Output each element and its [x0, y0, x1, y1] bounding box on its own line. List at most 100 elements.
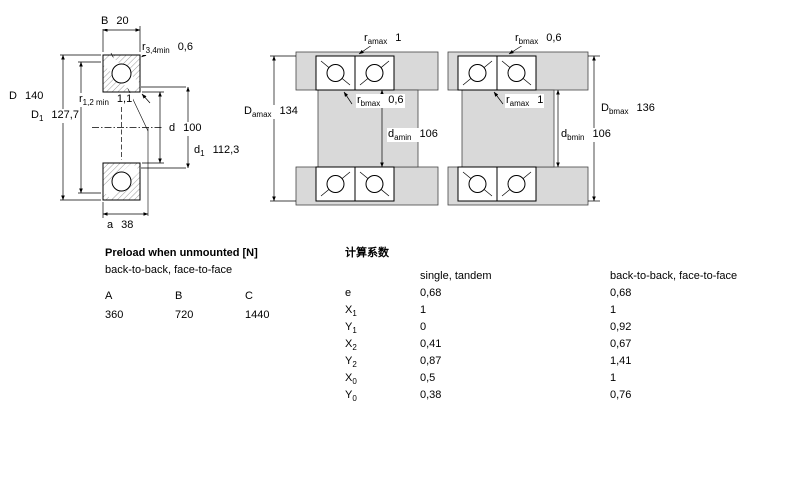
dim-symbol: Dbmax [601, 102, 629, 117]
factor-row-Y0: Y0 0,38 0,76 [345, 389, 795, 406]
dim-label-B: B 20 [100, 15, 130, 30]
dim-symbol: a [107, 219, 114, 231]
dim-value: 0,6 [546, 32, 562, 44]
dim-symbol: r3,4min [142, 41, 170, 56]
dim-symbol: r1,2 min [79, 93, 109, 108]
factor-row-X2: X2 0,41 0,67 [345, 338, 795, 355]
dim-value: 136 [636, 102, 655, 114]
dim-value: 0,6 [388, 94, 404, 106]
factor-value-single: 1 [420, 304, 427, 316]
dim-label-fit2-dbmin: dbmin 106 [560, 128, 612, 143]
preload-value-B: 720 [175, 309, 194, 321]
dim-symbol: dbmin [561, 128, 585, 143]
dim-value: 100 [183, 122, 202, 134]
factor-label: X1 [345, 304, 357, 319]
dim-value: 1,1 [116, 93, 133, 105]
dim-symbol: Damax [244, 105, 272, 120]
dim-symbol: rbmax [357, 94, 381, 109]
dim-value: 0,6 [177, 41, 193, 53]
dim-value: 106 [592, 128, 611, 140]
factors-title: 计算系数 [345, 247, 389, 259]
dim-label-a: a 38 [106, 219, 135, 234]
dim-label-fit1-Damax: Damax 134 [243, 105, 299, 120]
dim-label-d1: d1 112,3 [193, 144, 241, 159]
dim-value: 127,7 [51, 109, 79, 121]
factor-value-paired: 1,41 [610, 355, 632, 367]
factor-row-X0: X0 0,5 1 [345, 372, 795, 389]
factor-value-single: 0,38 [420, 389, 442, 401]
dim-label-fit1-ramax: ramax 1 [363, 32, 403, 47]
factor-value-paired: 0,92 [610, 321, 632, 333]
dim-label-r12: r1,2 min 1,1 [78, 93, 134, 108]
dim-label-fit2-ramax: ramax 1 [505, 94, 545, 109]
factor-row-X1: X1 1 1 [345, 304, 795, 321]
dim-value: 140 [24, 90, 44, 102]
ball-bottom [111, 171, 132, 192]
factor-value-single: 0,5 [420, 372, 436, 384]
dim-symbol: ramax [364, 32, 388, 47]
dim-symbol: d1 [194, 144, 205, 159]
dim-symbol: rbmax [515, 32, 539, 47]
dim-symbol: B [101, 15, 109, 27]
ball-top [111, 63, 132, 84]
dim-value: 106 [419, 128, 438, 140]
factors-header-single: single, tandem [420, 270, 492, 282]
dim-symbol: D1 [31, 109, 44, 124]
factor-value-single: 0,68 [420, 287, 442, 299]
factors-header-spacer [345, 270, 420, 283]
preload-header-A: A [105, 290, 113, 302]
dim-value: 112,3 [212, 144, 240, 156]
dim-label-r34: r3,4min 0,6 [141, 41, 194, 56]
factors-rows: e 0,68 0,68 X1 1 1 Y1 0 0,92 X2 0,41 0,6… [345, 287, 795, 406]
factor-value-paired: 1 [610, 372, 617, 384]
factor-label: X0 [345, 372, 357, 387]
preload-header-C: C [245, 290, 253, 302]
preload-header-row: A B C [105, 290, 335, 303]
preload-title: Preload when unmounted [N] [105, 247, 258, 259]
dim-symbol: ramax [506, 94, 530, 109]
dim-label-d: d 100 [168, 122, 203, 137]
dim-symbol: D [9, 90, 17, 102]
preload-header-B: B [175, 290, 183, 302]
factor-value-paired: 0,68 [610, 287, 632, 299]
factor-label: e [345, 287, 352, 299]
factor-label: Y0 [345, 389, 357, 404]
dim-label-fit1-damin: damin 106 [387, 128, 439, 143]
factor-label: X2 [345, 338, 357, 353]
arrangement-face-to-face [447, 44, 600, 206]
preload-value-row: 360 720 1440 [105, 309, 335, 322]
preload-subtitle: back-to-back, face-to-face [105, 264, 233, 276]
dim-label-fit2-rbmax: rbmax 0,6 [514, 32, 563, 47]
bearing-cross-section [92, 52, 162, 216]
factor-row-Y2: Y2 0,87 1,41 [345, 355, 795, 372]
dim-symbol: damin [388, 128, 412, 143]
factors-header-paired: back-to-back, face-to-face [610, 270, 738, 282]
calculation-factors-section: 计算系数 single, tandem back-to-back, face-t… [345, 247, 795, 406]
factor-value-paired: 0,76 [610, 389, 632, 401]
dim-value: 1 [395, 32, 402, 44]
factor-value-paired: 1 [610, 304, 617, 316]
factor-value-single: 0,87 [420, 355, 442, 367]
preload-value-C: 1440 [245, 309, 270, 321]
factor-label: Y1 [345, 321, 357, 336]
dim-symbol: d [169, 122, 176, 134]
dim-label-D1: D1 127,7 [30, 109, 80, 124]
factors-header-row: single, tandem back-to-back, face-to-fac… [345, 270, 795, 283]
factor-value-paired: 0,67 [610, 338, 632, 350]
dim-value: 1 [537, 94, 544, 106]
dim-value: 134 [279, 105, 298, 117]
factor-row-e: e 0,68 0,68 [345, 287, 795, 304]
dim-value: 38 [121, 219, 134, 231]
preload-value-A: 360 [105, 309, 124, 321]
factor-row-Y1: Y1 0 0,92 [345, 321, 795, 338]
dim-label-fit2-Dbmax: Dbmax 136 [600, 102, 656, 117]
dim-label-fit1-rbmax: rbmax 0,6 [356, 94, 405, 109]
factor-value-single: 0 [420, 321, 427, 333]
dim-value: 20 [116, 15, 129, 27]
factor-label: Y2 [345, 355, 357, 370]
arrangement-back-to-back [270, 44, 439, 206]
dim-label-D: D 140 [8, 90, 45, 105]
preload-section: Preload when unmounted [N] back-to-back,… [105, 247, 335, 322]
